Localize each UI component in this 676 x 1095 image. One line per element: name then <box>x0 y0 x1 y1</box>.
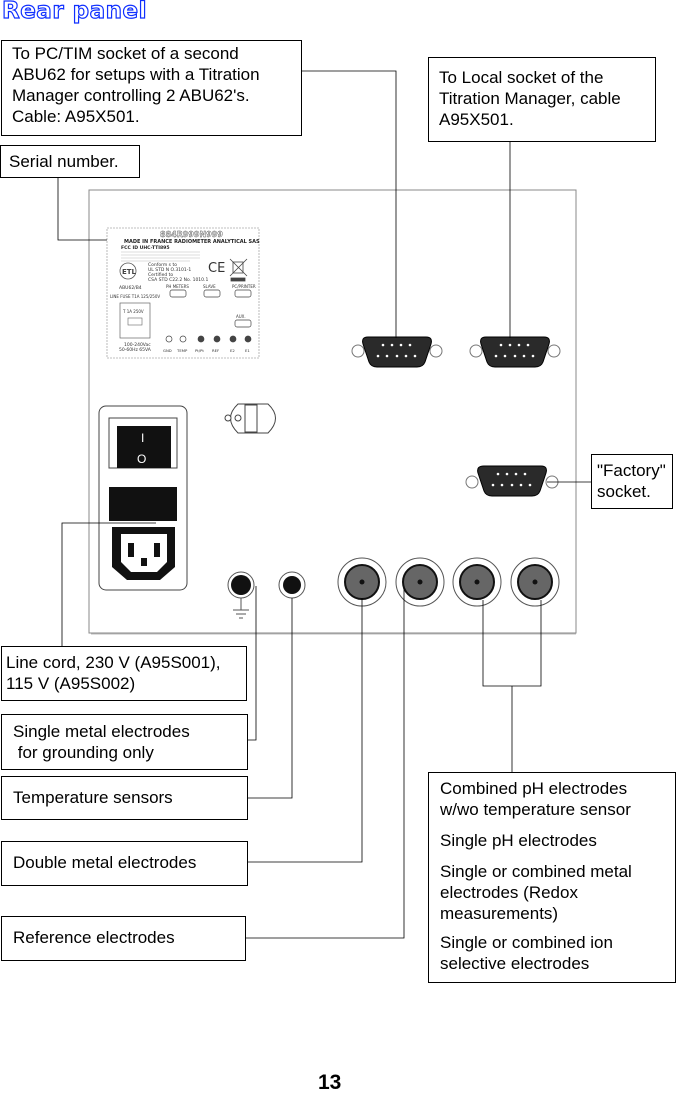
mini-socket-icons <box>169 289 252 328</box>
callout-line: Serial number. <box>9 152 119 171</box>
fuse-rating-text: T 1A 250V <box>122 309 144 314</box>
callout-pc-tim-socket: To PC/TIM socket of a second ABU62 for s… <box>1 40 302 136</box>
callout-line: Reference electrodes <box>13 928 175 947</box>
leader-double-metal <box>248 598 363 863</box>
callout-line: Manager controlling 2 ABU62's. <box>12 86 250 105</box>
fine-print <box>121 251 200 262</box>
callout-line: Single or combined metal <box>440 862 632 881</box>
switch-on-label: I <box>141 431 144 445</box>
conformity-line-4: CSA STD C22.2 No. 1010.1 <box>148 277 208 283</box>
ce-mark-icon: CE <box>208 261 225 276</box>
ul-mark-icon: ETL <box>119 262 137 280</box>
callout-line: Single or combined ion <box>440 933 613 952</box>
callout-line: Titration Manager, cable <box>439 89 621 108</box>
electrode-sockets <box>337 557 560 607</box>
leader-serial <box>57 177 107 241</box>
input-label-temp: TEMP <box>176 348 188 353</box>
leader-single-metal <box>248 586 257 741</box>
callout-line: Line cord, 230 V (A95S001), <box>6 653 221 672</box>
callout-line: To Local socket of the <box>439 68 604 87</box>
input-label-gnd: GND <box>163 348 172 353</box>
pc-tim-socket <box>351 336 443 368</box>
callout-line: Combined pH electrodes <box>440 779 628 798</box>
leader-line-cord <box>61 522 156 654</box>
leader-lines <box>57 70 591 939</box>
factory-socket <box>465 465 559 497</box>
callout-line: Single metal electrodes <box>13 722 190 741</box>
conformity-line-2: UL STD N O.3101-1 <box>148 267 191 273</box>
power-module: I O <box>98 405 188 591</box>
socket-label-aux: AUX. <box>236 314 246 319</box>
weee-bin-icon <box>229 258 248 282</box>
callout-line-cord: Line cord, 230 V (A95S001), 115 V (A95S0… <box>1 646 247 701</box>
input-label-ref: REF <box>212 348 219 353</box>
callout-reference: Reference electrodes <box>1 916 246 961</box>
bnc-socket-2 <box>395 557 445 607</box>
callout-line: measurements) <box>440 904 559 923</box>
callout-serial-number: Serial number. <box>0 145 140 178</box>
input-label-e2: E2 <box>230 348 235 353</box>
input-label-ptpt: Pt/Pt <box>195 348 204 353</box>
switch-off-label: O <box>137 452 146 466</box>
page-number: 13 <box>318 1071 342 1094</box>
callout-line: socket. <box>597 482 651 501</box>
callout-combined: Combined pH electrodes w/wo temperature … <box>428 772 676 983</box>
fuse-text: LINE FUSE T1A 125/250V <box>110 294 160 299</box>
callout-line: Temperature sensors <box>13 788 173 807</box>
leader-reference <box>246 588 405 939</box>
power-rating-2: 50-60Hz 65VA <box>119 347 152 353</box>
callout-double-metal: Double metal electrodes <box>1 841 248 886</box>
rating-label: 884R999N999 MADE IN FRANCE RADIOMETER AN… <box>106 227 260 359</box>
callout-temperature: Temperature sensors <box>1 776 248 820</box>
callout-line: "Factory" <box>597 461 666 480</box>
callout-line: To PC/TIM socket of a second <box>12 44 239 63</box>
input-label-e1: E1 <box>245 348 250 353</box>
callout-line: electrodes (Redox <box>440 883 578 902</box>
conformity-line-3: Certified to <box>148 272 173 278</box>
local-socket <box>469 336 561 368</box>
callout-line: ABU62 for setups with a Titration <box>12 65 260 84</box>
made-in-text: MADE IN FRANCE RADIOMETER ANALYTICAL SAS <box>124 239 260 245</box>
serial-label-text: 884R999N999 <box>160 230 223 239</box>
socket-label-pc-printer: PC/PRINTER <box>232 284 256 289</box>
callout-line: for grounding only <box>13 743 154 762</box>
socket-label-slave: SLAVE <box>203 284 216 289</box>
callout-factory-socket: "Factory" socket. <box>591 454 673 509</box>
model-text: ABU62/B4 <box>119 285 142 291</box>
callout-line: selective electrodes <box>440 954 590 973</box>
callout-line: Single pH electrodes <box>440 831 597 850</box>
callout-line: Cable: A95X501. <box>12 107 140 126</box>
socket-label-ph-meters: PH METERS <box>166 284 189 289</box>
callout-line: 115 V (A95S002) <box>6 674 136 693</box>
power-switch <box>117 426 171 468</box>
leader-temperature <box>248 598 293 799</box>
callout-line: w/wo temperature sensor <box>440 800 631 819</box>
page-title: Rear panel <box>1 0 148 25</box>
power-rating-1: 100-240Vac <box>124 342 151 348</box>
svg-text:ETL: ETL <box>122 268 137 276</box>
ground-socket <box>227 571 255 619</box>
input-dots <box>165 335 252 343</box>
bnc-socket-4 <box>510 557 560 607</box>
leader-pc-tim <box>301 70 397 338</box>
callout-line: Double metal electrodes <box>13 853 197 872</box>
callout-local-socket: To Local socket of the Titration Manager… <box>428 57 656 142</box>
aux-connector <box>224 403 276 434</box>
conformity-line-1: Conform s to <box>148 262 177 268</box>
fcc-text: FCC ID UHC-TTI895 <box>121 245 170 251</box>
temperature-socket <box>278 571 306 599</box>
fuse-drawer <box>109 487 177 521</box>
callout-line: A95X501. <box>439 110 514 129</box>
callout-single-metal: Single metal electrodes for grounding on… <box>1 714 248 770</box>
bnc-socket-3 <box>452 557 502 607</box>
